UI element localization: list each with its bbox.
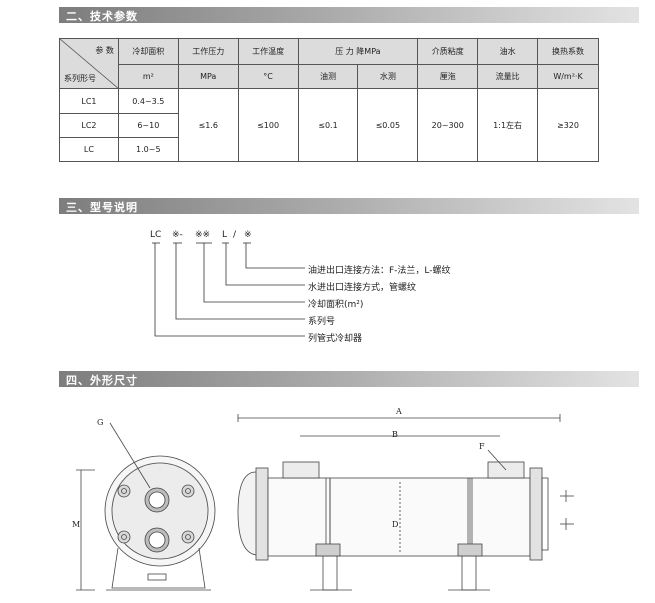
section-header-model: 三、型号说明 [59, 198, 639, 214]
unit-flow-ratio: 流量比 [477, 64, 539, 89]
section-title-tech: 二、技术参数 [66, 10, 138, 23]
code-number: ※- [172, 230, 183, 240]
diagonal-line [60, 39, 118, 88]
code-area: ※※ [195, 230, 211, 240]
label-a: A [396, 407, 402, 416]
viscosity-value: 20~300 [417, 88, 479, 162]
area-cell: 1.0~5 [117, 137, 179, 162]
model-cell: LC1 [59, 88, 119, 114]
header-drop-oil: 油测 [297, 64, 359, 89]
code-water-conn: L [222, 230, 228, 240]
label-m: M [72, 520, 81, 529]
desc-cooling-area: 冷却面积(m²) [308, 300, 364, 310]
table-row: LC 1.0~5 [59, 137, 599, 162]
corner-top-label: 参 数 [95, 46, 114, 55]
label-f: F [479, 442, 485, 451]
flow-ratio-value: 1:1左右 [477, 88, 539, 162]
desc-oil-connection: 油进出口连接方法：F-法兰，L-螺纹 [308, 266, 451, 276]
header-temp: 工作温度 [237, 38, 299, 65]
label-d: D [392, 520, 399, 529]
section-header-dims: 四、外形尺寸 [59, 371, 639, 387]
section-title-dims: 四、外形尺寸 [66, 374, 138, 387]
desc-series-number: 系列号 [308, 317, 336, 327]
code-slash: / [233, 230, 237, 240]
header-coefficient: 换热系数 [537, 38, 599, 65]
drop-water-value: ≤0.05 [357, 88, 419, 162]
unit-temp: °C [237, 64, 299, 89]
desc-cooler-type: 列管式冷却器 [308, 334, 363, 344]
pressure-value: ≤1.6 [177, 88, 239, 162]
coefficient-value: ≥320 [537, 88, 599, 162]
model-cell: LC [59, 137, 119, 162]
corner-cell: 参 数 系列形号 [59, 38, 119, 89]
area-cell: 6~10 [117, 113, 179, 138]
header-area: 冷却面积 [117, 38, 179, 65]
drop-oil-value: ≤0.1 [297, 88, 359, 162]
section-header-tech: 二、技术参数 [59, 7, 639, 23]
corner-bottom-label: 系列形号 [64, 74, 96, 83]
label-b: B [392, 430, 398, 439]
unit-pressure: MPa [177, 64, 239, 89]
unit-area: m² [117, 64, 179, 89]
code-series: LC [150, 230, 162, 240]
spec-table: 参 数 系列形号 冷却面积 工作压力 工作温度 压 力 降MPa 介质粘度 油水… [59, 38, 599, 162]
desc-water-connection: 水进出口连接方式，管螺纹 [308, 283, 417, 293]
header-pressure: 工作压力 [177, 38, 239, 65]
header-flow-ratio: 油水 [477, 38, 539, 65]
label-g: G [97, 418, 104, 427]
code-oil-conn: ※ [244, 230, 252, 240]
table-row: LC1 0.4~3.5 ≤1.6 ≤100 ≤0.1 ≤0.05 20~300 … [59, 88, 599, 162]
section-title-model: 三、型号说明 [66, 201, 138, 214]
table-row: LC2 6~10 [59, 113, 599, 138]
